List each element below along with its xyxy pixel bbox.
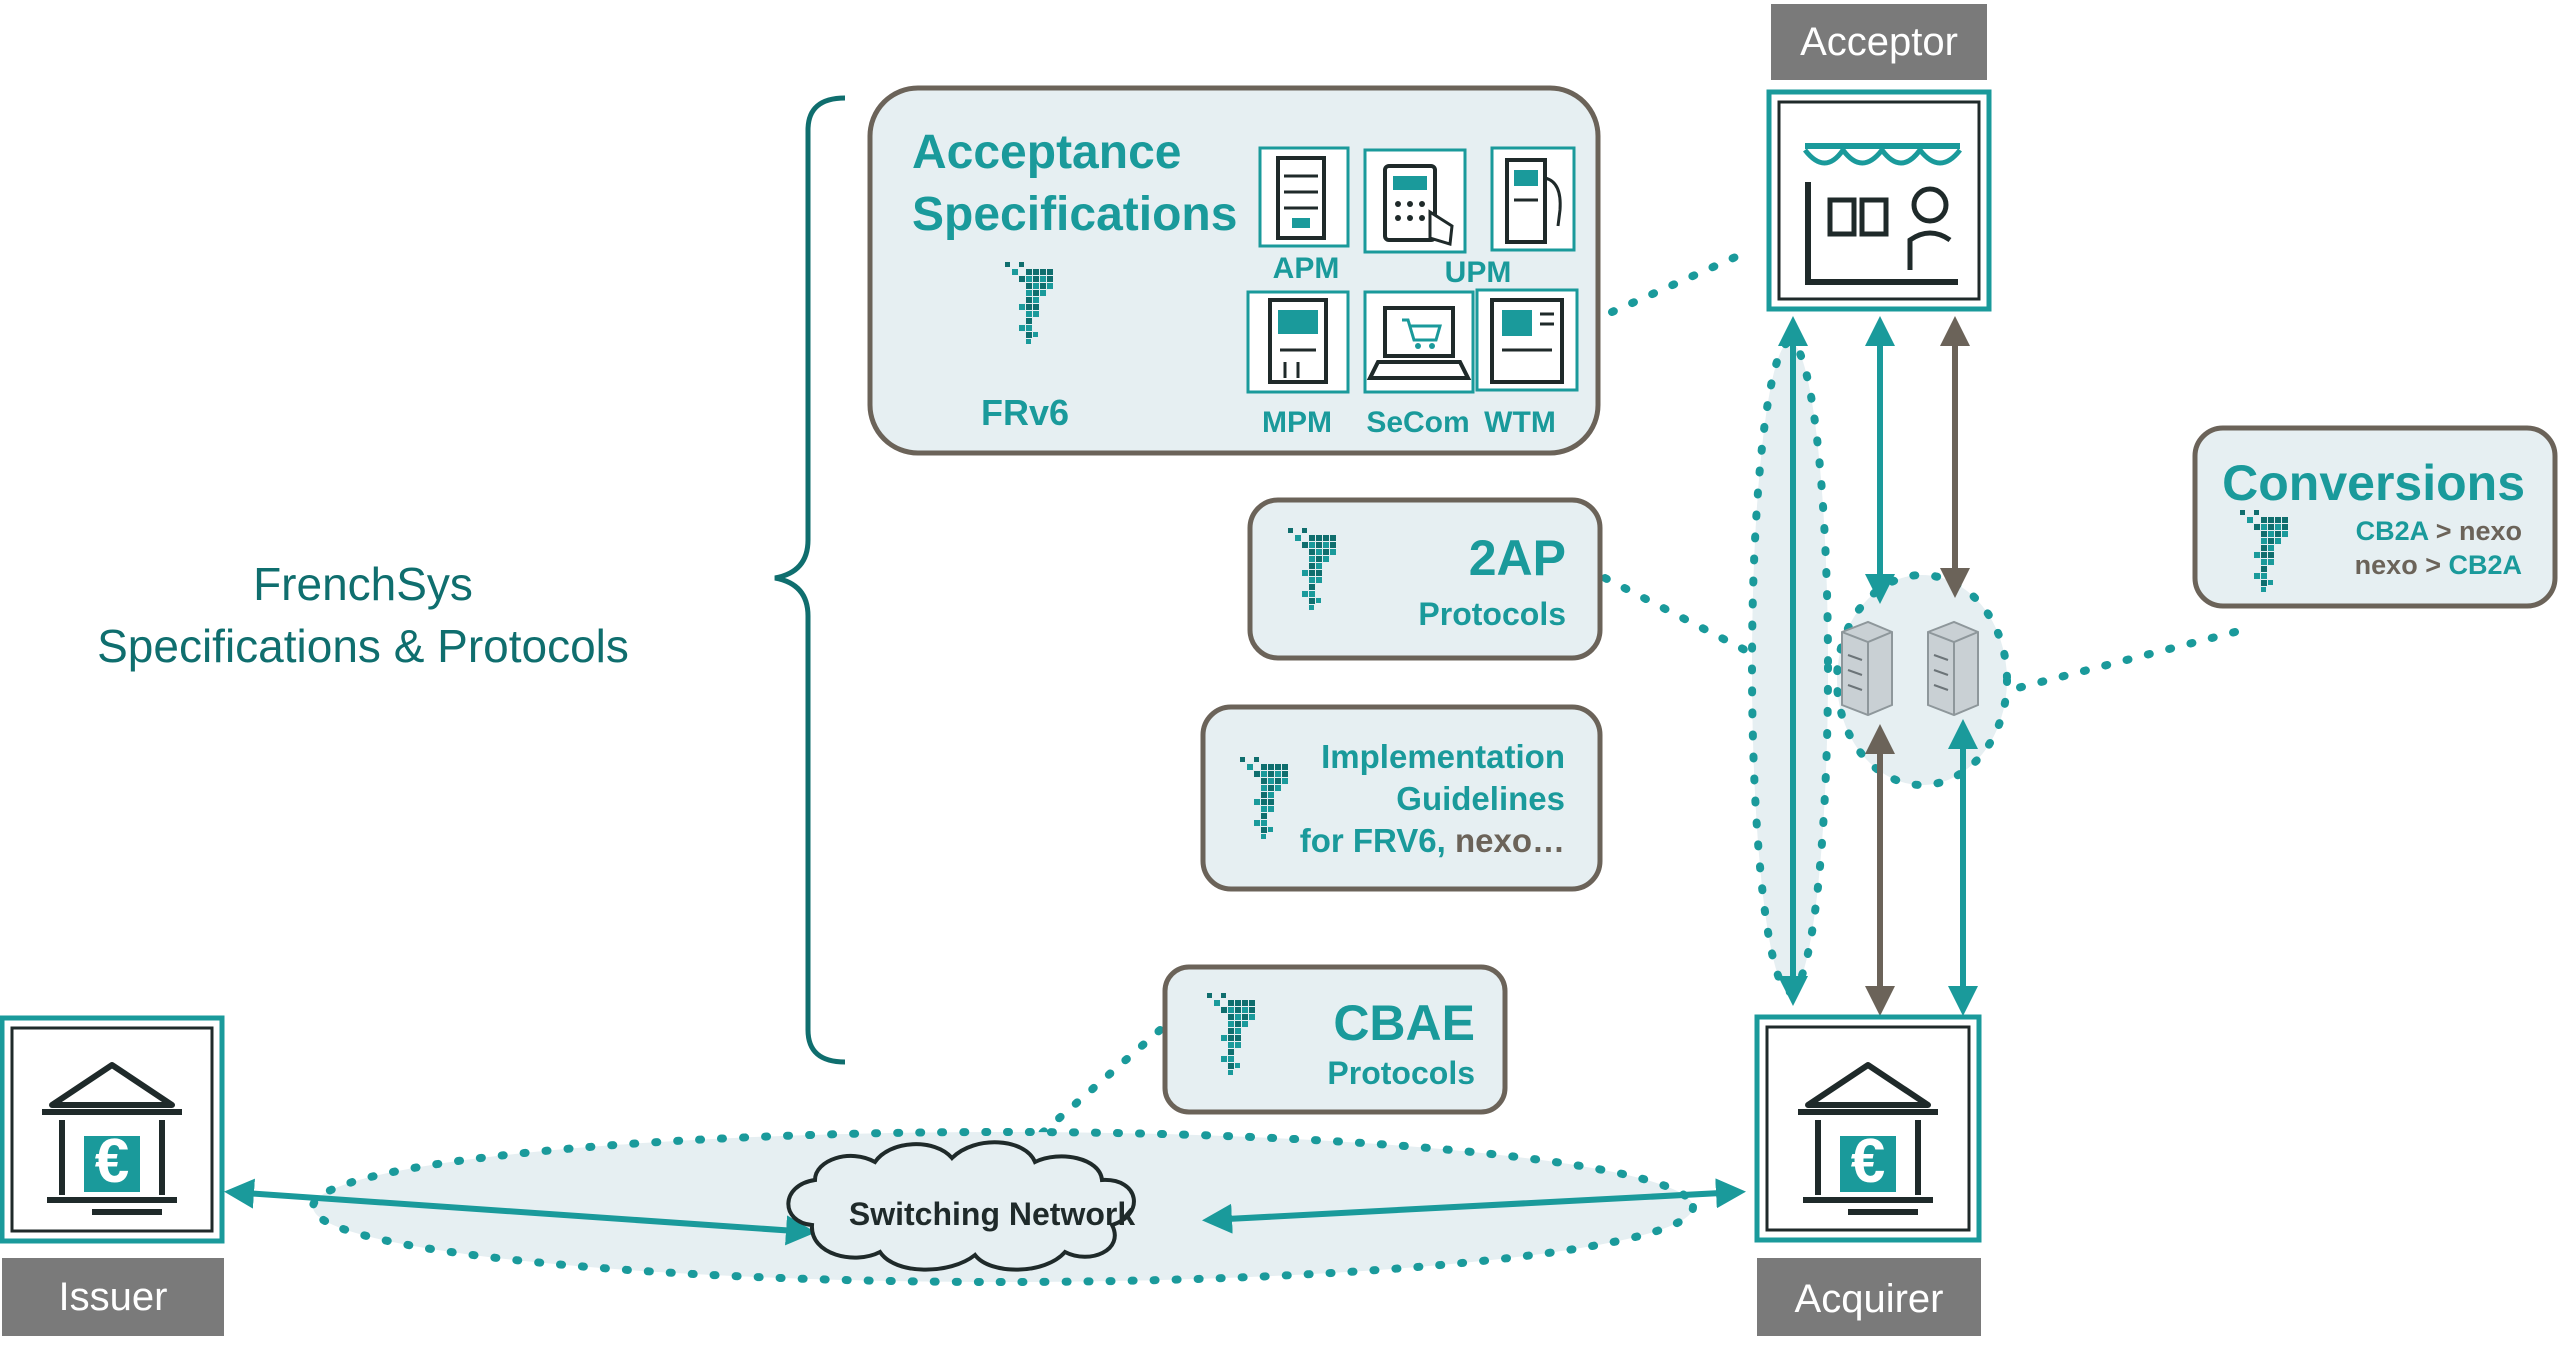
mpm-terminal-icon xyxy=(1246,290,1350,394)
issuer-label: Issuer xyxy=(59,1275,168,1319)
svg-text:€: € xyxy=(1851,1127,1885,1196)
implementation-line1: Implementation xyxy=(1321,738,1565,775)
upm-label: UPM xyxy=(1445,256,1512,289)
connector-2ap-to-servers xyxy=(1601,574,1749,654)
acquirer-bank-icon: € xyxy=(1754,1014,1982,1243)
arrow-network-acquirer xyxy=(1202,1178,1746,1234)
acceptance-title-line2: Specifications xyxy=(912,188,1237,241)
server-icon xyxy=(1841,620,1893,717)
svg-text:€: € xyxy=(95,1127,129,1196)
acceptance-title-line1: Acceptance xyxy=(912,126,1181,179)
protocols-2ap-box xyxy=(1247,497,1603,661)
acquirer-label: Acquirer xyxy=(1795,1277,1944,1321)
frv6-label: FRv6 xyxy=(981,392,1069,433)
acceptor-label-bg xyxy=(1771,4,1987,80)
frenchsys-title: FrenchSys xyxy=(253,558,473,610)
secom-terminal-icon xyxy=(1363,290,1475,394)
mpm-label: MPM xyxy=(1262,406,1332,439)
frenchsys-subtitle: Specifications & Protocols xyxy=(97,620,629,672)
switching-network-cloud xyxy=(786,1140,1136,1272)
issuer-label-bg xyxy=(2,1258,224,1336)
acceptor-label: Acceptor xyxy=(1800,20,1958,64)
apm-terminal-icon xyxy=(1258,146,1350,248)
arrow-issuer-network xyxy=(224,1178,816,1246)
acquirer-label-bg xyxy=(1757,1258,1981,1336)
implementation-guidelines-box xyxy=(1200,704,1603,892)
apm-label: APM xyxy=(1273,252,1340,285)
issuer-bank-icon: € xyxy=(0,1015,225,1244)
upm-terminal-icon xyxy=(1363,148,1467,254)
server-icon xyxy=(1927,620,1979,717)
secom-label: SeCom xyxy=(1366,406,1469,439)
shop-icon xyxy=(1766,89,1992,312)
wtm-label: WTM xyxy=(1484,406,1556,439)
wtm-terminal-icon xyxy=(1475,288,1579,392)
conversions-title: Conversions xyxy=(2222,455,2525,511)
conversions-row1: CB2A > nexo xyxy=(2356,516,2522,546)
conversions-box xyxy=(2192,425,2558,609)
protocols-2ap-title: 2AP xyxy=(1469,530,1566,586)
fuel-terminal-icon xyxy=(1490,146,1576,252)
switching-network-label: Switching Network xyxy=(849,1196,1135,1232)
connector-acceptance-to-acceptor xyxy=(1608,251,1744,316)
connector-cbae-to-network xyxy=(1021,1026,1164,1152)
connector-conversions-to-servers xyxy=(2006,628,2239,694)
cbae-subtitle: Protocols xyxy=(1327,1055,1475,1091)
protocols-2ap-subtitle: Protocols xyxy=(1418,596,1566,632)
implementation-line2: Guidelines xyxy=(1396,780,1565,817)
conversions-row2: nexo > CB2A xyxy=(2355,550,2522,580)
curly-brace xyxy=(774,95,846,1065)
implementation-line3: for FRV6, nexo… xyxy=(1300,822,1565,859)
cbae-title: CBAE xyxy=(1333,995,1475,1051)
